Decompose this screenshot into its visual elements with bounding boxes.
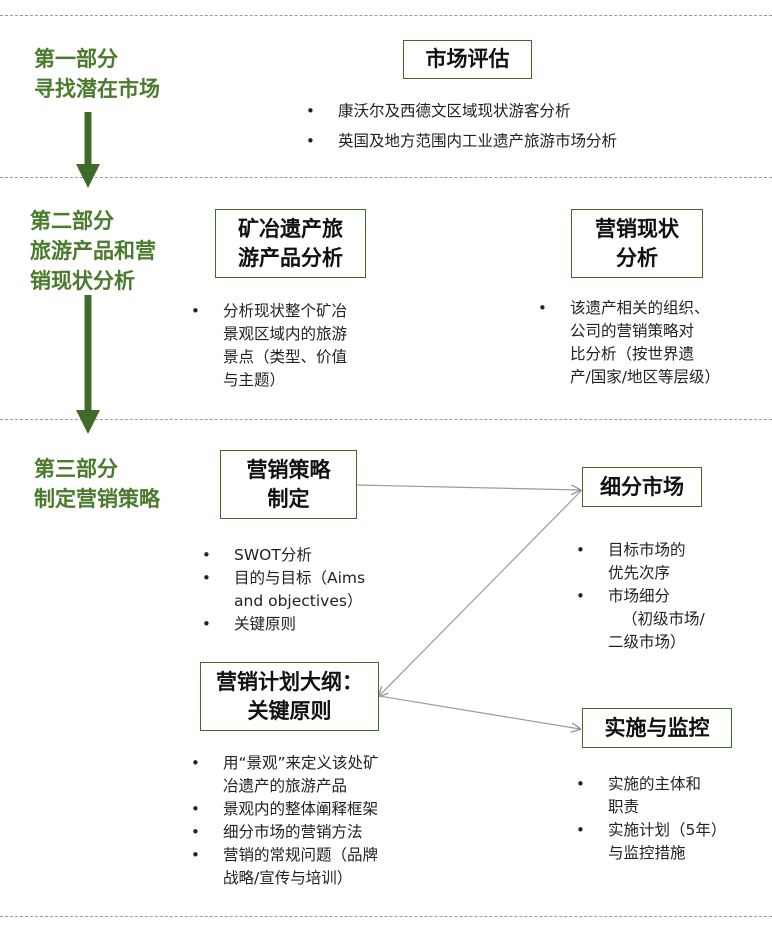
list-line: 战略/宣传与培训） (223, 869, 353, 887)
section-2-line-3: 销现状分析 (30, 269, 135, 293)
list-item: 英国及地方范围内工业遗产旅游市场分析 (306, 126, 617, 156)
list-item: 用“景观”来定义该处矿 冶遗产的旅游产品 (191, 752, 379, 798)
list-implement: 实施的主体和 职责 实施计划（5年） 与监控措施 (576, 773, 726, 865)
box-segment: 细分市场 (582, 467, 702, 507)
section-arrow-2 (76, 295, 100, 434)
box-outline-line-2: 关键原则 (247, 698, 332, 723)
list-line: and objectives） (234, 592, 363, 610)
list-line: 景点（类型、价值 (223, 348, 348, 366)
list-item: 市场细分 （初级市场/ 二级市场） (576, 585, 705, 654)
list-marketing-status: 该遗产相关的组织、 公司的营销策略对 比分析（按世界遗 产/国家/地区等层级） (538, 297, 720, 389)
list-line: 营销的常规问题（品牌 (223, 846, 379, 864)
section-1-line-2: 寻找潜在市场 (34, 77, 160, 101)
list-line: 关键原则 (234, 615, 297, 633)
list-outline: 用“景观”来定义该处矿 冶遗产的旅游产品 景观内的整体阐释框架 细分市场的营销方… (191, 752, 379, 890)
list-item: 分析现状整个矿冶 景观区域内的旅游 景点（类型、价值 与主题） (191, 300, 347, 392)
box-product-analysis: 矿冶遗产旅 游产品分析 (215, 209, 366, 278)
separator-2 (0, 419, 772, 420)
list-line: 英国及地方范围内工业遗产旅游市场分析 (338, 132, 618, 150)
list-item: 细分市场的营销方法 (191, 821, 379, 844)
box-implement: 实施与监控 (582, 708, 732, 748)
section-3-line-1: 第三部分 (34, 457, 118, 481)
list-product-analysis: 分析现状整个矿冶 景观区域内的旅游 景点（类型、价值 与主题） (191, 300, 347, 392)
list-line: 冶遗产的旅游产品 (223, 777, 348, 795)
list-line: 分析现状整个矿冶 (223, 302, 348, 320)
list-line: 与监控措施 (608, 844, 686, 862)
list-item: 实施计划（5年） 与监控措施 (576, 819, 726, 865)
separator-1 (0, 177, 772, 178)
box-implement-label: 实施与监控 (604, 715, 710, 740)
list-item: 目标市场的 优先次序 (576, 539, 705, 585)
section-2-line-1: 第二部分 (30, 209, 114, 233)
list-line: 市场细分 (608, 587, 671, 605)
connector-outline-to-implement (378, 695, 580, 729)
list-line: 目的与目标（Aims (234, 569, 366, 587)
box-segment-label: 细分市场 (600, 474, 684, 499)
list-strategy: SWOT分析 目的与目标（Aims and objectives） 关键原则 (202, 544, 365, 636)
box-market-eval-label: 市场评估 (425, 47, 510, 71)
list-line: 目标市场的 (608, 541, 686, 559)
list-line: 实施计划（5年） (608, 821, 727, 839)
box-market-eval: 市场评估 (403, 40, 532, 79)
list-line: 职责 (608, 798, 640, 816)
list-line: 康沃尔及西德文区域现状游客分析 (338, 102, 571, 120)
box-marketing-status: 营销现状 分析 (571, 209, 703, 278)
box-outline-line-1: 营销计划大纲： (216, 669, 363, 694)
list-line: 用“景观”来定义该处矿 (223, 754, 379, 772)
connector-segment-to-outline (379, 489, 583, 696)
list-item: 关键原则 (202, 613, 365, 636)
section-2-title: 第二部分 旅游产品和营 销现状分析 (30, 206, 156, 296)
list-line: 优先次序 (608, 564, 671, 582)
box-marketing-status-line-2: 分析 (616, 245, 658, 270)
section-1-title: 第一部分 寻找潜在市场 (34, 44, 160, 104)
list-line: 该遗产相关的组织、 (570, 299, 710, 317)
list-item: 该遗产相关的组织、 公司的营销策略对 比分析（按世界遗 产/国家/地区等层级） (538, 297, 720, 389)
list-market-eval: 康沃尔及西德文区域现状游客分析 英国及地方范围内工业遗产旅游市场分析 (306, 96, 617, 156)
list-item: 景观内的整体阐释框架 (191, 798, 379, 821)
box-strategy-line-2: 制定 (267, 486, 310, 511)
list-item: 目的与目标（Aims and objectives） (202, 567, 365, 613)
list-line: 产/国家/地区等层级） (570, 368, 720, 386)
list-segment: 目标市场的 优先次序 市场细分 （初级市场/ 二级市场） (576, 539, 705, 654)
list-line: 细分市场的营销方法 (223, 823, 363, 841)
list-line: 景观区域内的旅游 (223, 325, 348, 343)
connector-strategy-to-segment (356, 484, 580, 490)
list-item: 实施的主体和 职责 (576, 773, 726, 819)
section-3-title: 第三部分 制定营销策略 (34, 454, 160, 514)
section-1-line-1: 第一部分 (34, 47, 118, 71)
box-outline: 营销计划大纲： 关键原则 (200, 662, 379, 731)
box-product-analysis-line-1: 矿冶遗产旅 (238, 216, 343, 241)
list-line: 景观内的整体阐释框架 (223, 800, 379, 818)
box-product-analysis-line-2: 游产品分析 (238, 245, 343, 270)
list-line: SWOT分析 (234, 546, 312, 564)
list-item: SWOT分析 (202, 544, 365, 567)
section-2-line-2: 旅游产品和营 (30, 239, 156, 263)
separator-bottom (0, 916, 772, 917)
list-line: （初级市场/ (622, 610, 705, 628)
box-strategy-line-1: 营销策略 (246, 457, 331, 482)
list-line: 比分析（按世界遗 (570, 345, 695, 363)
section-3-line-2: 制定营销策略 (34, 487, 160, 511)
list-item: 康沃尔及西德文区域现状游客分析 (306, 96, 617, 126)
list-item: 营销的常规问题（品牌 战略/宣传与培训） (191, 844, 379, 890)
list-line: 实施的主体和 (608, 775, 702, 793)
list-line: 二级市场） (608, 633, 686, 651)
list-line: 公司的营销策略对 (570, 322, 695, 340)
separator-top (0, 15, 772, 16)
box-strategy: 营销策略 制定 (220, 450, 357, 519)
section-arrow-1 (76, 112, 100, 188)
list-line: 与主题） (223, 371, 286, 389)
box-marketing-status-line-1: 营销现状 (595, 216, 679, 241)
